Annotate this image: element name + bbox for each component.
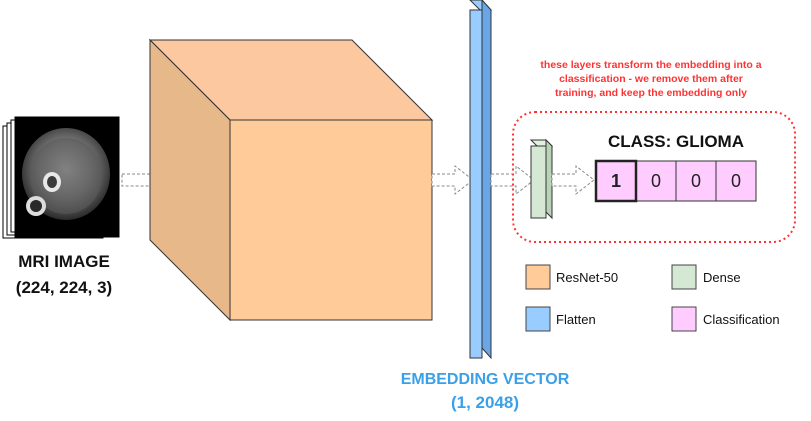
arrow-resnet-to-flatten: [431, 164, 474, 196]
legend-label-resnet50: ResNet-50: [556, 270, 619, 285]
arrow-dense-to-classification: [551, 164, 595, 196]
resnet50-block: [148, 38, 434, 322]
legend-label-classification: Classification: [703, 312, 780, 327]
mri-image-title: MRI IMAGE: [18, 252, 110, 271]
class-cell-3: 0: [730, 171, 741, 191]
legend-label-dense: Dense: [703, 270, 741, 285]
dense-front-face: [530, 145, 547, 219]
flatten-front-face: [469, 9, 483, 359]
note-line: training, and keep the embedding only: [555, 87, 747, 99]
class-cell-1: 0: [650, 171, 661, 191]
flatten-layer: [469, 0, 493, 360]
embedding-title: EMBEDDING VECTOR: [400, 371, 570, 388]
note-line: these layers transform the embedding int…: [540, 59, 762, 71]
class-cell-2: 0: [690, 171, 701, 191]
legend-swatch-classification: [671, 306, 697, 332]
selected-class-cell: [594, 159, 638, 203]
legend-swatch-dense: [671, 264, 697, 290]
class-title: CLASS: GLIOMA: [608, 132, 744, 151]
note-line: classification - we remove them after: [559, 73, 743, 85]
mri-image-shape: (224, 224, 3): [15, 278, 113, 297]
embedding-shape: (1, 2048): [450, 393, 520, 412]
legend-label-flatten: Flatten: [556, 312, 596, 327]
classification-vector: [594, 159, 757, 203]
mri-image-stack: [2, 116, 120, 239]
removable-layers-border: [512, 111, 796, 243]
class-cell-0: 1: [610, 171, 621, 191]
legend-swatch-resnet50: [525, 264, 551, 290]
resnet-front-face: [229, 119, 433, 321]
dense-layer: [529, 138, 554, 220]
removable-layers-note: these layers transform the embedding int…: [516, 58, 786, 100]
legend-swatch-flatten: [525, 306, 551, 332]
